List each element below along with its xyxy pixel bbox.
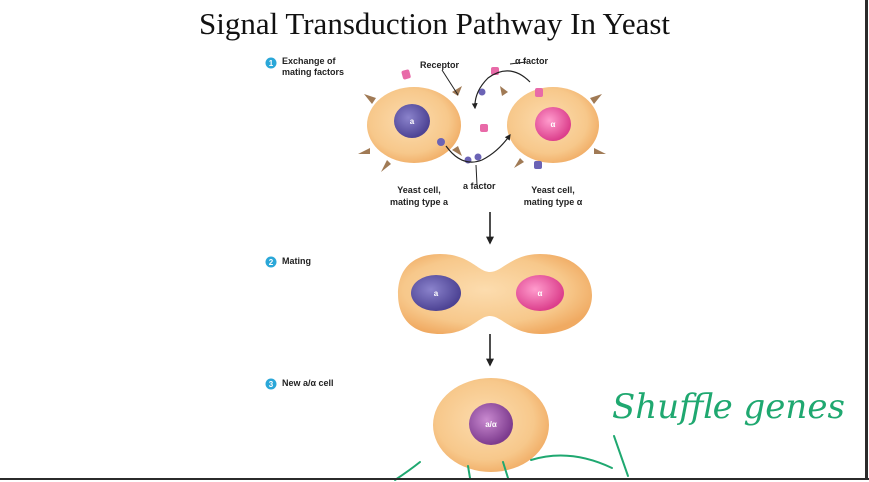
nucleus-a-label: a — [410, 117, 415, 126]
step-3-number: 3 — [269, 380, 274, 389]
step-1-label-line2: mating factors — [282, 67, 344, 77]
a-factor-arrow — [445, 134, 511, 163]
a-factor-molecule — [437, 138, 445, 146]
fused-nucleus-alpha — [516, 275, 564, 311]
alpha-factor-molecule — [401, 69, 411, 80]
step-2-label: Mating — [282, 256, 311, 266]
step-1: 1 Exchange of mating factors — [265, 56, 344, 77]
handwritten-annotation: Shuffle genes — [394, 387, 845, 481]
ink-stroke-2 — [467, 465, 471, 479]
step-3: 3 New a/α cell — [265, 378, 334, 390]
receptor-label: Receptor — [420, 60, 460, 70]
step-3-label: New a/α cell — [282, 378, 334, 388]
ink-stroke-5 — [613, 435, 629, 477]
a-factor-label: a factor — [463, 181, 496, 191]
mating-cells: a α — [398, 254, 592, 334]
step-1-number: 1 — [269, 59, 274, 68]
step-2-number: 2 — [269, 258, 274, 267]
handwritten-note: Shuffle genes — [612, 387, 845, 427]
nucleus-alpha-label: α — [551, 120, 556, 129]
fused-nucleus-a-label: a — [434, 289, 439, 298]
nucleus-a — [394, 104, 430, 138]
cell-a-label-line1: Yeast cell, — [397, 185, 441, 195]
fused-nucleus-alpha-label: α — [538, 289, 543, 298]
a-factor-receptor — [534, 161, 542, 169]
cell-a-label-line2: mating type a — [390, 197, 449, 207]
step-1-badge — [265, 57, 277, 69]
step-3-badge — [265, 378, 277, 390]
bottom-border — [0, 478, 869, 480]
new-nucleus — [469, 403, 513, 445]
step-2: 2 Mating — [265, 256, 311, 268]
ink-stroke-3 — [502, 461, 509, 479]
receptor-pointer — [441, 69, 459, 96]
ink-stroke-4 — [530, 454, 613, 469]
new-diploid-cell: a/α — [433, 378, 549, 472]
a-factor-pointer — [475, 164, 478, 186]
cell-alpha-label-line2: mating type α — [524, 197, 583, 207]
alpha-factor-arrow — [471, 70, 531, 110]
cell-mating-type-alpha: α — [500, 86, 606, 169]
signal-molecules — [464, 67, 499, 164]
nucleus-alpha — [535, 107, 571, 141]
step-2-badge — [265, 256, 277, 268]
alpha-factor-pointer — [509, 61, 527, 65]
cell-alpha-label-line1: Yeast cell, — [531, 185, 575, 195]
alpha-factor-source — [535, 88, 543, 97]
page-title: Signal Transduction Pathway In Yeast — [198, 6, 671, 41]
alpha-factor-label: α factor — [515, 56, 549, 66]
step-1-label-line1: Exchange of — [282, 56, 337, 66]
right-border — [865, 0, 868, 478]
cell-mating-type-a: a — [358, 69, 462, 172]
new-nucleus-label: a/α — [485, 420, 497, 429]
fused-nucleus-a — [411, 275, 461, 311]
